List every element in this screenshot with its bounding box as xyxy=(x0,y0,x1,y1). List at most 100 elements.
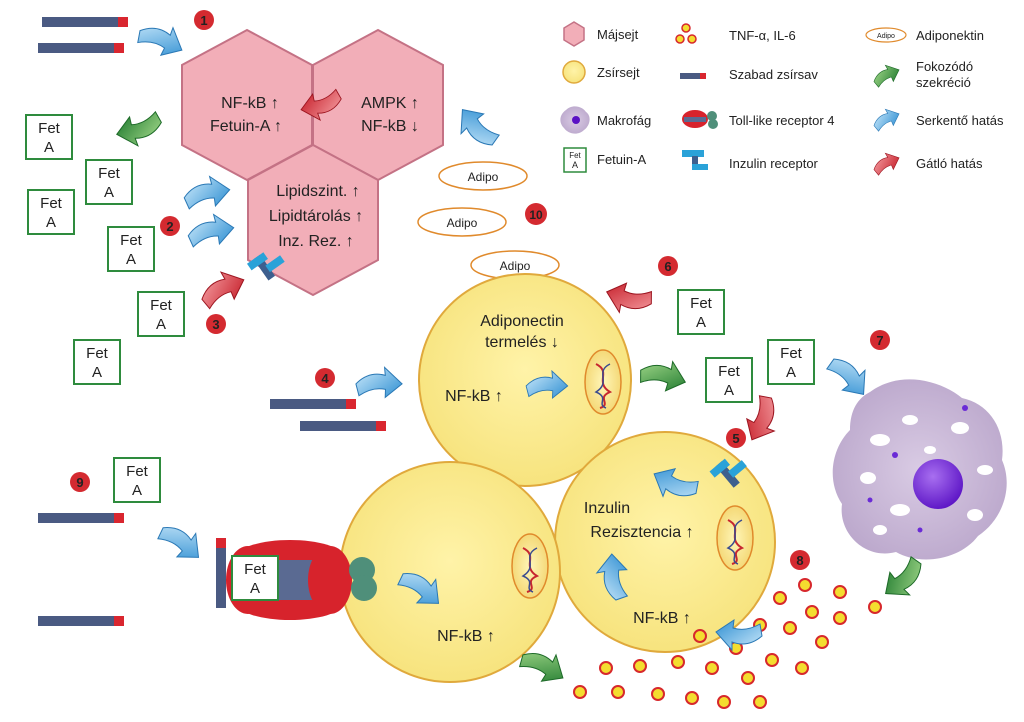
inhibit-arrow xyxy=(194,263,251,314)
svg-text:Fet: Fet xyxy=(780,345,803,362)
legend-inhibiting-icon xyxy=(869,148,903,179)
svg-text:Fet: Fet xyxy=(98,165,121,182)
legend-adiponectin-icon xyxy=(865,27,907,43)
svg-text:Fet: Fet xyxy=(120,232,143,249)
cytokine-dot xyxy=(833,585,847,599)
legend-inhibiting-label: Gátló hatás xyxy=(916,156,983,171)
adipocyte-left-nfkb: NF-kB ↑ xyxy=(437,628,495,645)
adipocytes: Adiponectin termelés ↓ NF-kB ↑ Inzulin R… xyxy=(339,273,776,683)
nucleus xyxy=(716,505,754,571)
cytokine-dot xyxy=(685,691,699,705)
legend-insulin-receptor-icon xyxy=(682,150,708,170)
cytokine-dot xyxy=(671,655,685,669)
svg-text:Fet: Fet xyxy=(38,120,61,137)
svg-text:A: A xyxy=(250,580,260,597)
legend-adipocyte-icon xyxy=(562,60,586,84)
liver-right-line2: NF-kB ↓ xyxy=(361,118,419,135)
svg-text:Fet: Fet xyxy=(569,151,581,160)
svg-text:5: 5 xyxy=(732,431,739,446)
cytokine-dot xyxy=(868,600,882,614)
svg-text:1: 1 xyxy=(200,13,207,28)
svg-text:Fet: Fet xyxy=(150,297,173,314)
cytokine-dot xyxy=(705,661,719,675)
step-2: 2 xyxy=(160,216,180,236)
cytokine-dot xyxy=(611,685,625,699)
step-7: 7 xyxy=(870,330,890,350)
svg-text:10: 10 xyxy=(529,208,543,222)
stimulate-arrow xyxy=(449,100,504,156)
liver-left-line1: NF-kB ↑ xyxy=(221,95,279,112)
cytokine-dot xyxy=(651,687,665,701)
legend-stimulating-label: Serkentő hatás xyxy=(916,113,1004,128)
step-9: 9 xyxy=(70,472,90,492)
cytokine-dot xyxy=(741,671,755,685)
cytokine-dot xyxy=(833,611,847,625)
cytokine-dot xyxy=(717,695,731,709)
secretion-arrow xyxy=(637,355,689,395)
cytokine-dot xyxy=(798,578,812,592)
liver-cells: NF-kB ↑ Fetuin-A ↑ AMPK ↑ NF-kB ↓ Lipids… xyxy=(181,28,444,297)
legend-insulin-receptor-label: Inzulin receptor xyxy=(729,156,819,171)
stimulate-arrow xyxy=(184,209,238,252)
legend-fetuin-label: Fetuin-A xyxy=(597,152,646,167)
svg-text:9: 9 xyxy=(76,475,83,490)
legend-tlr4-label: Toll-like receptor 4 xyxy=(729,113,835,128)
cytokine-dot xyxy=(693,629,707,643)
svg-text:7: 7 xyxy=(876,333,883,348)
adiponectin-molecules: Adipo Adipo Adipo xyxy=(417,161,560,280)
secretion-arrow xyxy=(112,106,167,152)
fatty-acid xyxy=(270,399,356,409)
step-markers: 1 2 3 4 5 6 7 8 9 10 xyxy=(70,10,890,570)
svg-text:3: 3 xyxy=(212,317,219,332)
inhibit-arrow xyxy=(603,279,655,319)
svg-text:A: A xyxy=(104,184,114,201)
fatty-acid xyxy=(300,421,386,431)
cytokine-dot xyxy=(765,653,779,667)
svg-text:A: A xyxy=(44,139,54,156)
cytokine-dot xyxy=(783,621,797,635)
liver-right-line1: AMPK ↑ xyxy=(361,95,419,112)
svg-text:A: A xyxy=(132,482,142,499)
insulin-receptor-adipocyte xyxy=(709,458,747,488)
liver-bottom-line2: Lipidtárolás ↑ xyxy=(269,208,363,225)
macrophage-nucleus xyxy=(913,459,963,509)
step-10: 10 xyxy=(525,203,547,225)
step-6: 6 xyxy=(658,256,678,276)
cytokine-dot xyxy=(573,685,587,699)
legend-adipocyte-label: Zsírsejt xyxy=(597,65,640,80)
svg-text:A: A xyxy=(156,316,166,333)
step-5: 5 xyxy=(726,428,746,448)
svg-text:A: A xyxy=(696,314,706,331)
svg-text:2: 2 xyxy=(166,219,173,234)
legend-tlr4-icon xyxy=(682,110,718,129)
svg-text:Adipo: Adipo xyxy=(468,170,499,184)
fatty-acid xyxy=(42,17,128,27)
cytokine-dot xyxy=(599,661,613,675)
adipocyte-top-line1: Adiponectin xyxy=(480,313,564,330)
fatty-acid xyxy=(38,43,124,53)
liver-bottom-line1: Lipidszint. ↑ xyxy=(276,183,360,200)
liver-left-line2: Fetuin-A ↑ xyxy=(210,118,282,135)
legend-cytokines-label: TNF-α, IL-6 xyxy=(729,28,796,43)
legend-stimulating-icon xyxy=(869,104,903,135)
legend-secretion-icon xyxy=(869,60,903,91)
adipo-ellipse xyxy=(438,161,528,191)
cytokine-dot xyxy=(815,635,829,649)
adipocyte-top xyxy=(418,273,632,487)
secretion-arrow xyxy=(876,552,932,607)
stimulate-arrow xyxy=(180,171,234,214)
cytokine-dot xyxy=(805,605,819,619)
legend-macrophage-icon xyxy=(560,106,590,134)
legend-cytokines-icon xyxy=(675,23,697,44)
cytokine-dot xyxy=(753,695,767,709)
svg-text:Fet: Fet xyxy=(690,295,713,312)
